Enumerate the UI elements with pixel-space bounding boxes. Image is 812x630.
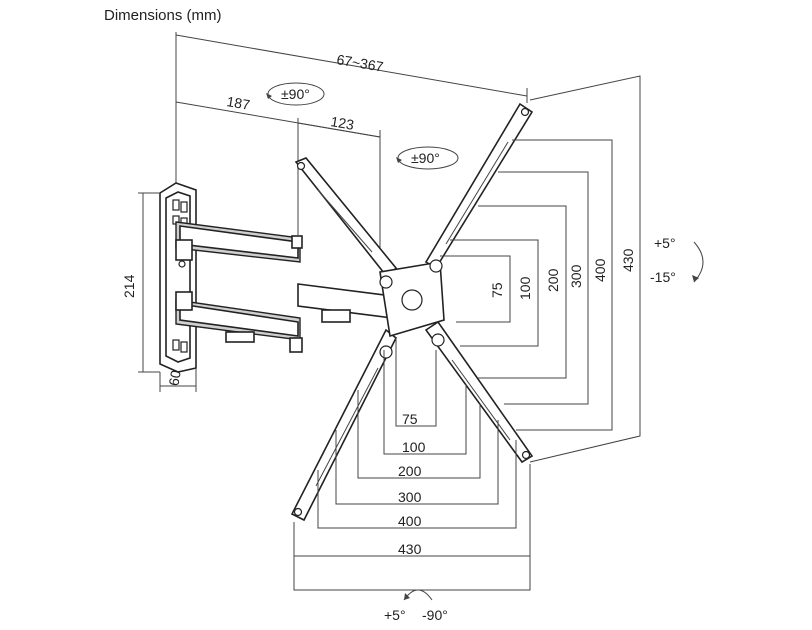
- vesa-v-300: 300: [568, 264, 584, 288]
- wall-plate-width-label: 60: [165, 369, 183, 387]
- arm-swivel-icon: [266, 82, 325, 106]
- tilt-down-label: -15°: [650, 269, 676, 285]
- vesa-h-75: 75: [402, 411, 418, 427]
- tilt-up-label: +5°: [654, 235, 676, 251]
- vesa-h-300: 300: [398, 489, 422, 505]
- plate-swivel-icon: [396, 146, 459, 170]
- top-dimension-lines: [175, 32, 528, 258]
- wall-plate: [159, 182, 197, 373]
- vesa-v-100: 100: [517, 276, 533, 300]
- arm-depth-2-label: 123: [330, 113, 356, 133]
- rotation-left-label: +5°: [384, 607, 406, 623]
- vesa-vertical-dimension-lines: [440, 75, 641, 463]
- rotation-right-label: -90°: [422, 607, 448, 623]
- vesa-v-400: 400: [592, 258, 608, 282]
- rotation-arrow-icon: [403, 589, 433, 601]
- arm-swivel-label: ±90°: [281, 86, 310, 102]
- arm-depth-1-label: 187: [226, 93, 252, 113]
- tilt-arrow-icon: [692, 241, 704, 283]
- vesa-h-400: 400: [398, 513, 422, 529]
- vesa-h-200: 200: [398, 463, 422, 479]
- vesa-v-430: 430: [620, 248, 636, 272]
- vesa-h-430: 430: [398, 541, 422, 557]
- wall-plate-dimension-lines: [138, 192, 197, 392]
- wall-plate-height-label: 214: [121, 274, 137, 298]
- overall-extension-label: 67~367: [336, 51, 385, 75]
- vesa-horizontal-dimension-lines: [293, 338, 531, 591]
- vesa-v-200: 200: [545, 268, 561, 292]
- vesa-v-75: 75: [489, 282, 505, 298]
- diagram-title: Dimensions (mm): [104, 7, 222, 24]
- articulating-arms: [175, 221, 393, 353]
- vesa-h-100: 100: [402, 439, 426, 455]
- plate-swivel-label: ±90°: [411, 150, 440, 166]
